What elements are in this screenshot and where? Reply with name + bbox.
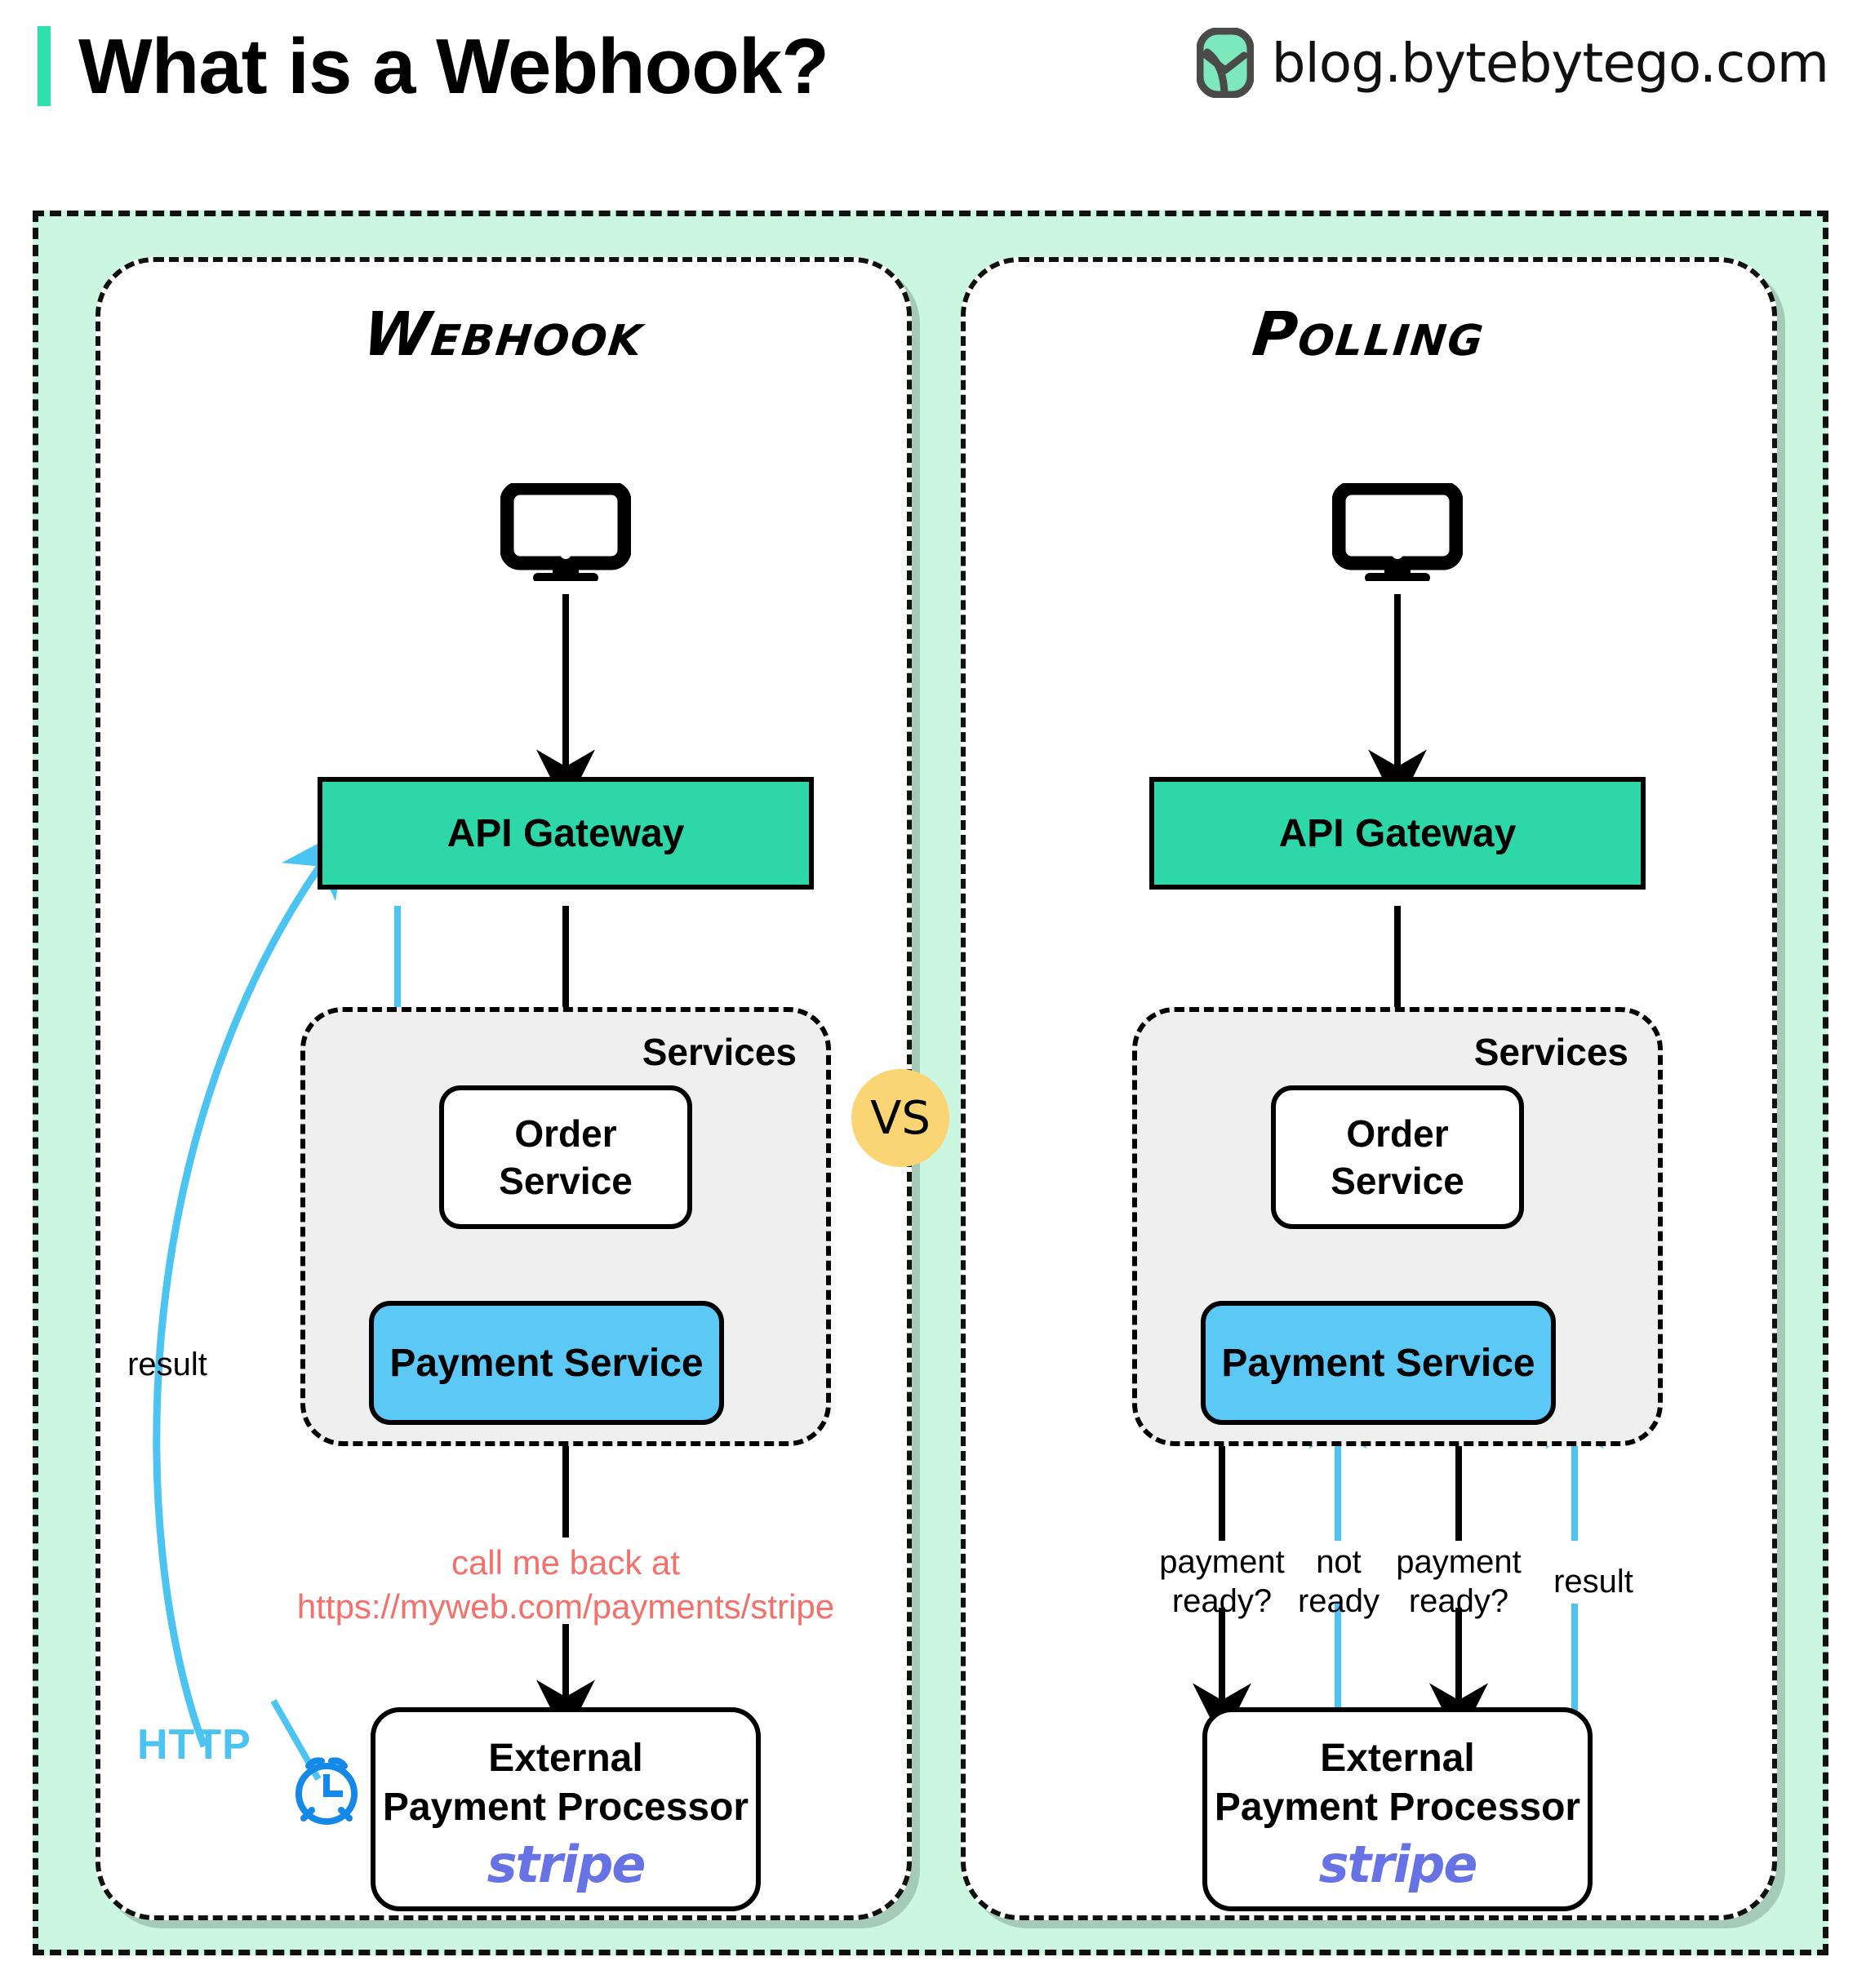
- webhook-callback-note: call me back at https://myweb.com/paymen…: [296, 1543, 835, 1626]
- stripe-logo: stripe: [486, 1835, 646, 1894]
- header: What is a Webhook? blog.bytebytego.com: [0, 0, 1866, 135]
- panel-title-webhook: Webhook: [359, 300, 648, 370]
- payment-service-label: Payment Service: [389, 1341, 704, 1385]
- poll-label-not-ready: not ready: [1297, 1544, 1380, 1619]
- brand-name: blog.bytebytego.com: [1271, 31, 1829, 95]
- external-payment-processor-polling[interactable]: External Payment Processor stripe: [1202, 1707, 1593, 1911]
- external-payment-processor-webhook[interactable]: External Payment Processor stripe: [371, 1707, 761, 1911]
- http-label: HTTP: [137, 1721, 251, 1768]
- external-processor-label: External Payment Processor: [382, 1737, 749, 1829]
- order-service-label: Order Service: [499, 1112, 633, 1202]
- payment-service-webhook[interactable]: Payment Service: [369, 1301, 724, 1425]
- brand: blog.bytebytego.com: [1196, 27, 1829, 100]
- order-service-label: Order Service: [1331, 1112, 1464, 1202]
- monitor-icon-polling: [1331, 481, 1464, 583]
- poll-label-result: result: [1553, 1564, 1633, 1600]
- api-gateway-label: API Gateway: [447, 811, 685, 855]
- api-gateway-label: API Gateway: [1278, 811, 1517, 855]
- title-accent-bar: [38, 26, 51, 106]
- page-title: What is a Webhook?: [78, 23, 829, 110]
- order-service-webhook[interactable]: Order Service: [439, 1085, 692, 1229]
- payment-service-label: Payment Service: [1221, 1341, 1535, 1385]
- alarm-clock-icon: [287, 1746, 366, 1831]
- webhook-result-label: result: [127, 1347, 207, 1382]
- api-gateway-polling[interactable]: API Gateway: [1149, 777, 1646, 890]
- vs-badge-label: VS: [870, 1091, 931, 1145]
- external-processor-label: External Payment Processor: [1214, 1737, 1581, 1829]
- panel-title-polling: Polling: [1249, 300, 1489, 370]
- services-group-label: Services: [1473, 1031, 1628, 1073]
- vs-badge: VS: [851, 1069, 949, 1167]
- bytebytego-logo-icon: [1196, 27, 1255, 100]
- monitor-icon-webhook: [500, 481, 632, 583]
- poll-label-payment-ready-1: payment ready?: [1159, 1544, 1285, 1619]
- api-gateway-webhook[interactable]: API Gateway: [318, 777, 814, 890]
- services-group-label: Services: [642, 1031, 797, 1073]
- poll-label-payment-ready-2: payment ready?: [1396, 1544, 1522, 1619]
- payment-service-polling[interactable]: Payment Service: [1201, 1301, 1556, 1425]
- stripe-logo: stripe: [1318, 1835, 1478, 1894]
- order-service-polling[interactable]: Order Service: [1271, 1085, 1524, 1229]
